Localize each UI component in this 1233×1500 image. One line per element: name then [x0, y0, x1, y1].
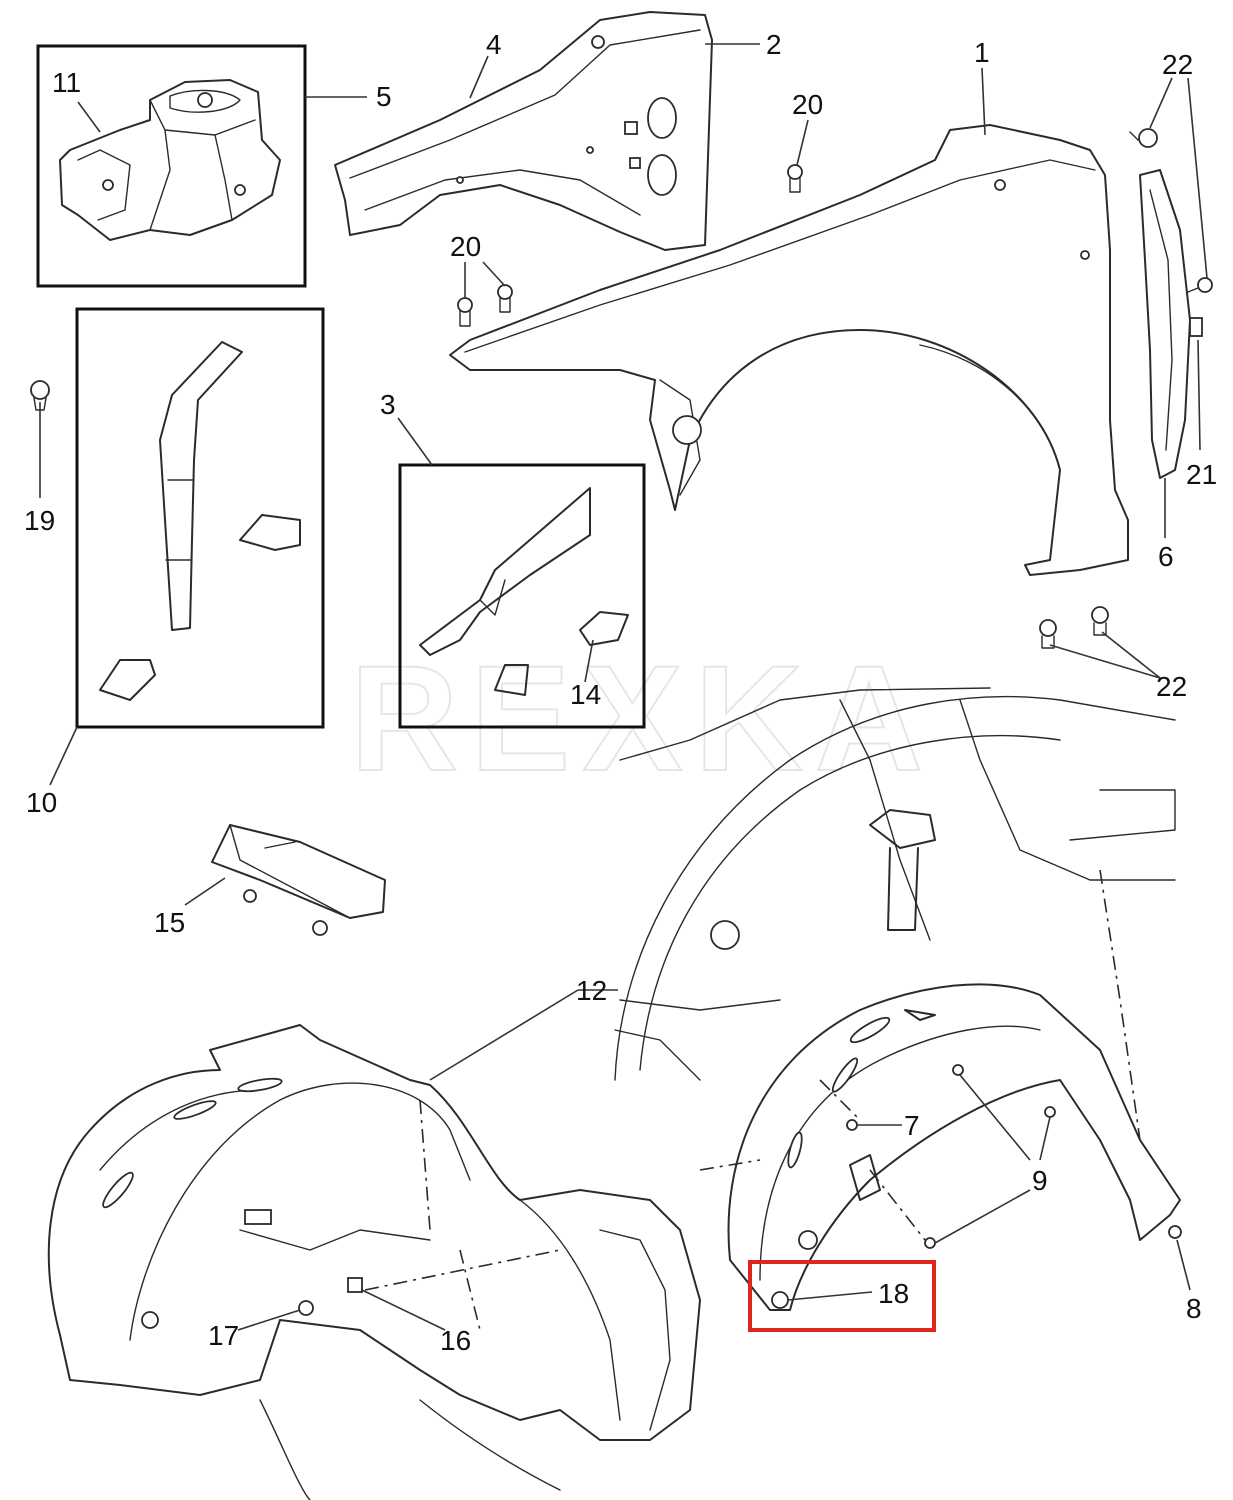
- fastener-9-b: [1044, 1106, 1056, 1118]
- callouts: 1 2 3 4 5 6 7 8 9 10 11 12 14 15 16 17 1…: [24, 29, 1217, 1356]
- callout-22-bottom: 22: [1156, 671, 1187, 702]
- callout-7: 7: [904, 1110, 920, 1141]
- fastener-8: [1168, 1225, 1182, 1239]
- fastener-20-right: [497, 284, 513, 313]
- callout-4: 4: [486, 29, 502, 60]
- foam-block: [211, 824, 386, 936]
- fastener-9-a: [952, 1064, 964, 1076]
- callout-19: 19: [24, 505, 55, 536]
- callout-1: 1: [974, 37, 990, 68]
- highlight-box-18: [748, 1260, 936, 1332]
- fastener-22-right: [1187, 277, 1213, 293]
- callout-8: 8: [1186, 1293, 1202, 1324]
- fastener-7: [846, 1119, 858, 1131]
- fasteners: [30, 128, 1213, 1316]
- front-fender: [449, 124, 1129, 576]
- wheelhouse-liner-section: [47, 1024, 701, 1500]
- callout-14: 14: [570, 679, 601, 710]
- callout-22-top: 22: [1162, 49, 1193, 80]
- fastener-20-left: [457, 297, 473, 327]
- fastener-22-bottom-right: [1091, 606, 1109, 636]
- callout-15: 15: [154, 907, 185, 938]
- callout-17: 17: [208, 1320, 239, 1351]
- fender-bracket: [419, 487, 629, 696]
- front-wheelhouse-liner: [699, 869, 1181, 1311]
- callout-21: 21: [1186, 459, 1217, 490]
- callout-10: 10: [26, 787, 57, 818]
- callout-11: 11: [52, 67, 81, 98]
- inset-frame-5: [36, 44, 307, 288]
- inner-fender-panel: [334, 11, 713, 251]
- vehicle-wheelhouse-context: [614, 687, 1176, 1081]
- inset-frame-3: [398, 463, 646, 729]
- fastener-22-bottom-left: [1039, 619, 1057, 649]
- fastener-9-c: [924, 1237, 936, 1249]
- fastener-20-top: [787, 164, 803, 193]
- fender-seal: [1139, 169, 1191, 479]
- callout-12: 12: [576, 975, 607, 1006]
- callout-2: 2: [766, 29, 782, 60]
- clip-21: [1189, 317, 1203, 337]
- callout-5: 5: [376, 81, 392, 112]
- fastener-22-top: [1129, 128, 1158, 148]
- inset-frame-10: [75, 307, 325, 729]
- callout-6: 6: [1158, 541, 1174, 572]
- callout-18: 18: [878, 1278, 909, 1309]
- callout-20-mid: 20: [450, 231, 481, 262]
- callout-9: 9: [1032, 1165, 1048, 1196]
- fastener-18: [771, 1291, 789, 1309]
- leader-lines: [39, 43, 1208, 1331]
- fastener-17: [298, 1300, 314, 1316]
- callout-16: 16: [440, 1325, 471, 1356]
- fastener-16: [347, 1277, 363, 1293]
- callout-3: 3: [380, 389, 396, 420]
- callout-20-top: 20: [792, 89, 823, 120]
- shock-tower-assembly: [59, 79, 281, 241]
- fender-brace: [99, 341, 301, 701]
